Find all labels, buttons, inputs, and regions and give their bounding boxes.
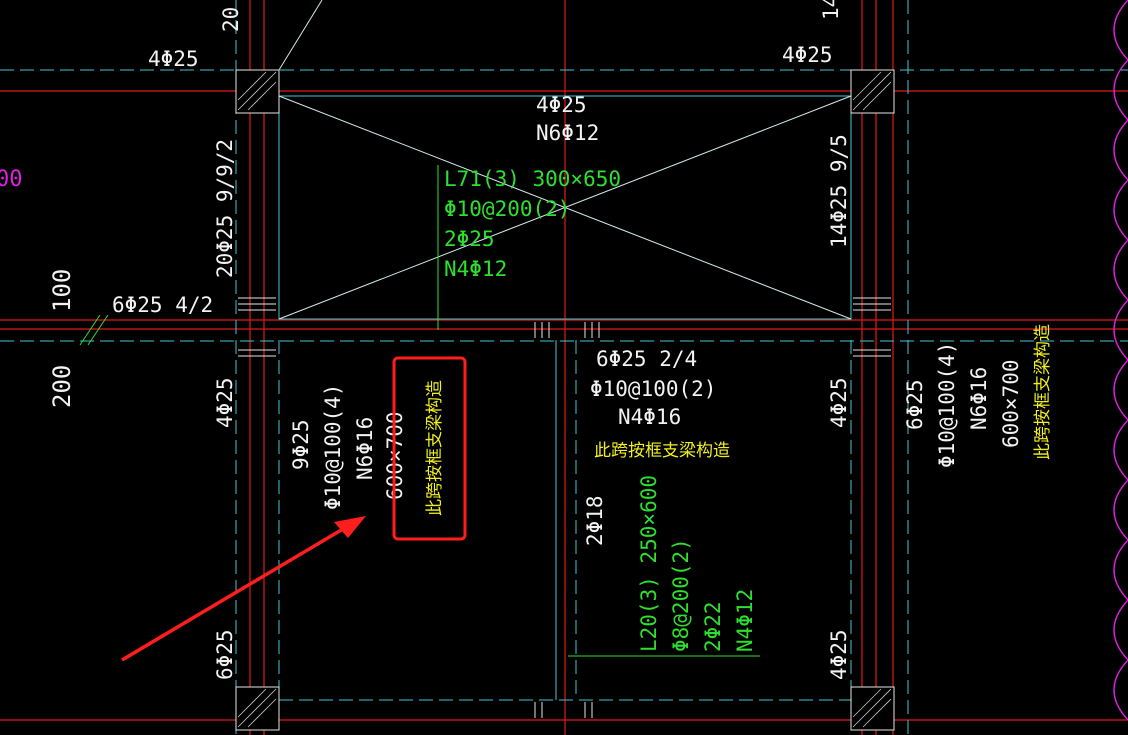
center-top-bar-label: 4Φ25 <box>536 93 587 117</box>
right-beam-note: 此跨按框支梁构造 <box>594 441 730 461</box>
clip-text-right: 14 <box>819 0 843 20</box>
col-left-lower-label: 6Φ25 <box>213 629 237 680</box>
right-beam-bars-label: 6Φ25 2/4 <box>596 347 697 371</box>
magenta-clip-text: 00 <box>0 167 23 192</box>
left-mid-bar-label: 6Φ25 4/2 <box>112 293 213 317</box>
rebar-ticks <box>238 297 891 718</box>
beam-L20-annotation: L20(3) 250×600 Φ8@200(2) 2Φ22 N4Φ12 <box>637 475 757 652</box>
top-left-bar-label: 4Φ25 <box>148 47 199 71</box>
L71-stirrup: Φ10@200(2) <box>444 197 570 221</box>
dim-200-label: 200 <box>48 365 76 408</box>
col-right-upper-label: 4Φ25 <box>827 377 851 428</box>
white-labels: 20 14 4Φ25 4Φ25 4Φ25 N6Φ12 20Φ25 9/9/2 1… <box>48 0 1023 680</box>
col-left-upper-label: 4Φ25 <box>213 377 237 428</box>
clip-text-left: 20 <box>219 7 243 32</box>
far-right-waist-label: N6Φ16 <box>967 367 991 430</box>
top-leader-line <box>278 0 323 71</box>
far-right-stirrup-label: Φ10@100(4) <box>935 342 959 468</box>
L71-bars: 2Φ25 <box>444 227 495 251</box>
column-squares <box>235 69 895 731</box>
mid-beam-waist-label: N6Φ16 <box>353 417 377 480</box>
column-bottom-left <box>235 686 280 731</box>
right-beam-stirrup-label: Φ10@100(2) <box>590 377 716 401</box>
box-outlines <box>278 0 852 700</box>
column-bottom-right <box>850 686 895 731</box>
column-top-right <box>850 69 895 114</box>
left-vertical-label: 20Φ25 9/9/2 <box>213 139 237 278</box>
mid-beam-stirrup-label: Φ10@100(4) <box>321 384 345 510</box>
dim-tick-1 <box>79 314 101 346</box>
far-right-bars-label: 6Φ25 <box>903 379 927 430</box>
yellow-notes: 此跨按框支梁构造 此跨按框支梁构造 此跨按框支梁构造 <box>425 324 1053 516</box>
mid-beam-note: 此跨按框支梁构造 <box>425 380 445 516</box>
right-vertical-label: 14Φ25 9/5 <box>827 134 851 248</box>
opening-diagonal-2 <box>278 95 852 320</box>
beam-L71-annotation: L71(3) 300×650 Φ10@200(2) 2Φ25 N4Φ12 <box>444 167 621 281</box>
right-beam-waist-label: N4Φ16 <box>618 405 681 429</box>
green-leaders <box>79 165 760 657</box>
dim-tick-2 <box>87 314 109 346</box>
L20-bars: 2Φ22 <box>701 601 725 652</box>
upper-slab-opening <box>278 95 852 320</box>
col-right-lower-label: 4Φ25 <box>827 629 851 680</box>
L20-name: L20(3) 250×600 <box>637 475 661 652</box>
far-right-note: 此跨按框支梁构造 <box>1033 324 1053 460</box>
center-waist-label: N6Φ12 <box>536 121 599 145</box>
top-right-bar-label: 4Φ25 <box>782 43 833 67</box>
L20-stirrup: Φ8@200(2) <box>669 538 693 652</box>
far-right-size-label: 600×700 <box>999 359 1023 448</box>
column-top-left <box>235 69 280 114</box>
red-arrow-icon <box>121 516 366 662</box>
dim-100-label: 100 <box>48 269 76 312</box>
revision-cloud <box>1113 0 1128 721</box>
L20-waist: N4Φ12 <box>733 589 757 652</box>
mid-beam-bars-label: 9Φ25 <box>289 419 313 470</box>
vertical-2phi18-label: 2Φ18 <box>583 495 607 546</box>
L71-name: L71(3) 300×650 <box>444 167 621 191</box>
highlight-box <box>392 356 467 541</box>
L71-waist: N4Φ12 <box>444 257 507 281</box>
